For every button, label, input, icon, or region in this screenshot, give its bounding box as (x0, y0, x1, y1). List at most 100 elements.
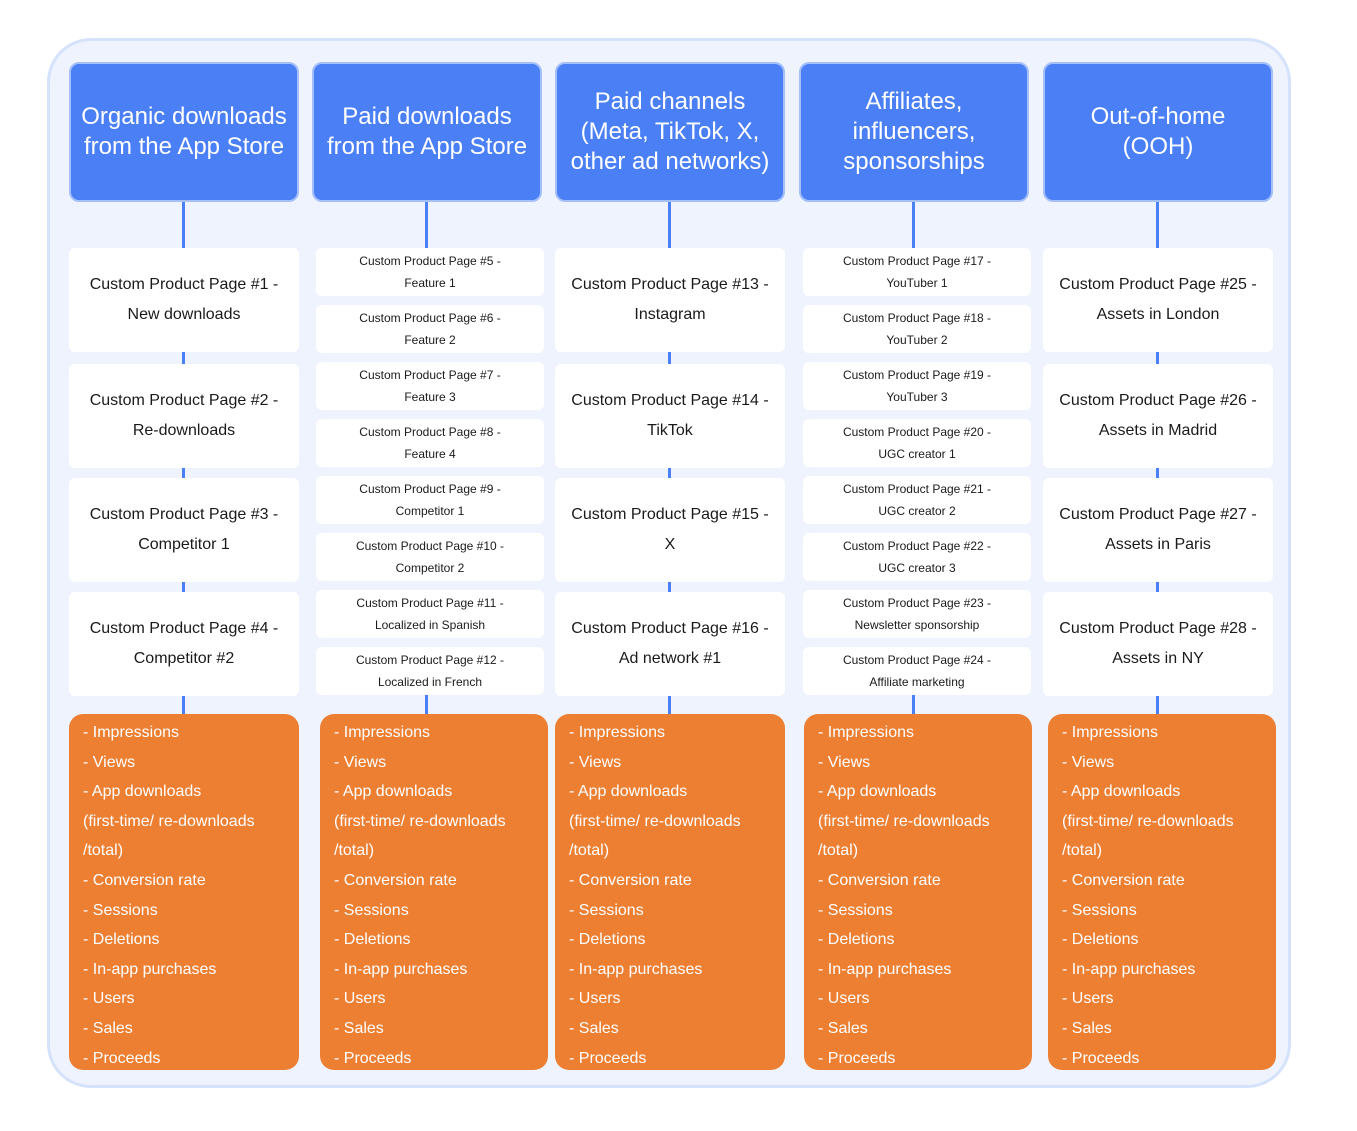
metric-item: - Conversion rate (569, 871, 692, 889)
metric-item: - Proceeds (334, 1049, 412, 1067)
metric-item: (first-time/ re-downloads (83, 812, 255, 830)
metric-item: - Impressions (818, 724, 915, 741)
metric-item: - Impressions (569, 724, 666, 741)
connector-line (1156, 582, 1159, 592)
custom-product-page-card: Custom Product Page #12 -Localized in Fr… (316, 647, 544, 695)
metric-item: - Impressions (1062, 724, 1159, 741)
metric-item: - App downloads (334, 783, 453, 801)
metric-item: - Sessions (818, 901, 893, 919)
metric-item: /total) (334, 842, 375, 860)
metric-item: - Deletions (1062, 931, 1139, 949)
metric-item: - Conversion rate (83, 871, 206, 889)
custom-product-page-card: Custom Product Page #9 -Competitor 1 (316, 476, 544, 524)
custom-product-page-card: Custom Product Page #20 -UGC creator 1 (803, 419, 1031, 467)
custom-product-page-card: Custom Product Page #1 -New downloads (69, 248, 299, 352)
metric-item: - Views (83, 753, 136, 771)
metrics-box: - Impressions - Views - App downloads (f… (1048, 714, 1276, 1070)
custom-product-page-card: Custom Product Page #23 -Newsletter spon… (803, 590, 1031, 638)
metric-item: - In-app purchases (1062, 960, 1196, 978)
custom-product-page-card: Custom Product Page #7 -Feature 3 (316, 362, 544, 410)
custom-product-page-card: Custom Product Page #18 -YouTuber 2 (803, 305, 1031, 353)
metric-item: - In-app purchases (334, 960, 468, 978)
metric-item: (first-time/ re-downloads (818, 812, 990, 830)
metric-item: - Users (818, 990, 870, 1008)
custom-product-page-card: Custom Product Page #16 -Ad network #1 (555, 592, 785, 696)
metric-item: - Deletions (83, 931, 160, 949)
custom-product-page-card: Custom Product Page #5 -Feature 1 (316, 248, 544, 296)
connector-line (425, 695, 428, 714)
metric-item: (first-time/ re-downloads (1062, 812, 1234, 830)
metric-item: - In-app purchases (83, 960, 217, 978)
metric-item: - Sessions (334, 901, 409, 919)
custom-product-page-card: Custom Product Page #8 -Feature 4 (316, 419, 544, 467)
metric-item: - Proceeds (83, 1049, 161, 1067)
metric-item: - In-app purchases (818, 960, 952, 978)
connector-line (182, 696, 185, 714)
metric-item: - Views (1062, 753, 1115, 771)
metric-item: - App downloads (569, 783, 688, 801)
custom-product-page-card: Custom Product Page #27 -Assets in Paris (1043, 478, 1273, 582)
custom-product-page-card: Custom Product Page #2 -Re-downloads (69, 364, 299, 468)
column-header: Paid channels (Meta, TikTok, X, other ad… (555, 62, 785, 202)
custom-product-page-card: Custom Product Page #15 -X (555, 478, 785, 582)
metrics-box: - Impressions - Views - App downloads (f… (804, 714, 1032, 1070)
connector-line (182, 202, 185, 248)
metric-item: - Sessions (1062, 901, 1137, 919)
custom-product-page-card: Custom Product Page #17 -YouTuber 1 (803, 248, 1031, 296)
column-header: Out-of-home (OOH) (1043, 62, 1273, 202)
metric-item: - Users (1062, 990, 1114, 1008)
custom-product-page-card: Custom Product Page #14 -TikTok (555, 364, 785, 468)
metric-item: - Sales (334, 1019, 384, 1037)
metric-item: - Sales (569, 1019, 619, 1037)
metrics-box: - Impressions - Views - App downloads (f… (320, 714, 548, 1070)
metrics-box: - Impressions - Views - App downloads (f… (69, 714, 299, 1070)
metric-item: - Conversion rate (334, 871, 457, 889)
metric-item: - Sales (1062, 1019, 1112, 1037)
connector-line (668, 352, 671, 364)
custom-product-page-card: Custom Product Page #3 -Competitor 1 (69, 478, 299, 582)
custom-product-page-card: Custom Product Page #26 -Assets in Madri… (1043, 364, 1273, 468)
custom-product-page-card: Custom Product Page #19 -YouTuber 3 (803, 362, 1031, 410)
metric-item: - App downloads (818, 783, 937, 801)
metric-item: - Conversion rate (1062, 871, 1185, 889)
metric-item: - Impressions (83, 724, 180, 741)
custom-product-page-card: Custom Product Page #4 -Competitor #2 (69, 592, 299, 696)
metrics-box: - Impressions - Views - App downloads (f… (555, 714, 785, 1070)
metric-item: - Proceeds (1062, 1049, 1140, 1067)
connector-line (668, 696, 671, 714)
column-header: Paid downloads from the App Store (312, 62, 542, 202)
metric-item: - Users (569, 990, 621, 1008)
metric-item: /total) (1062, 842, 1103, 860)
connector-line (912, 695, 915, 714)
connector-line (668, 202, 671, 248)
connector-line (1156, 468, 1159, 478)
metric-item: - Views (334, 753, 387, 771)
connector-line (182, 468, 185, 478)
metric-item: - App downloads (1062, 783, 1181, 801)
metric-item: - Users (334, 990, 386, 1008)
metric-item: - Deletions (334, 931, 411, 949)
custom-product-page-card: Custom Product Page #13 -Instagram (555, 248, 785, 352)
metric-item: /total) (818, 842, 859, 860)
connector-line (1156, 696, 1159, 714)
metric-item: - Deletions (818, 931, 895, 949)
metric-item: - Conversion rate (818, 871, 941, 889)
custom-product-page-card: Custom Product Page #25 -Assets in Londo… (1043, 248, 1273, 352)
connector-line (425, 202, 428, 248)
custom-product-page-card: Custom Product Page #22 -UGC creator 3 (803, 533, 1031, 581)
metric-item: - Sales (818, 1019, 868, 1037)
custom-product-page-card: Custom Product Page #11 -Localized in Sp… (316, 590, 544, 638)
metric-item: (first-time/ re-downloads (334, 812, 506, 830)
connector-line (182, 352, 185, 364)
connector-line (912, 202, 915, 248)
metric-item: - Users (83, 990, 135, 1008)
metric-item: /total) (83, 842, 124, 860)
metric-item: - Sessions (569, 901, 644, 919)
connector-line (668, 582, 671, 592)
column-header: Organic downloads from the App Store (69, 62, 299, 202)
metric-item: - Views (569, 753, 622, 771)
metric-item: - Proceeds (818, 1049, 896, 1067)
custom-product-page-card: Custom Product Page #24 -Affiliate marke… (803, 647, 1031, 695)
metric-item: - Sessions (83, 901, 158, 919)
connector-line (668, 468, 671, 478)
